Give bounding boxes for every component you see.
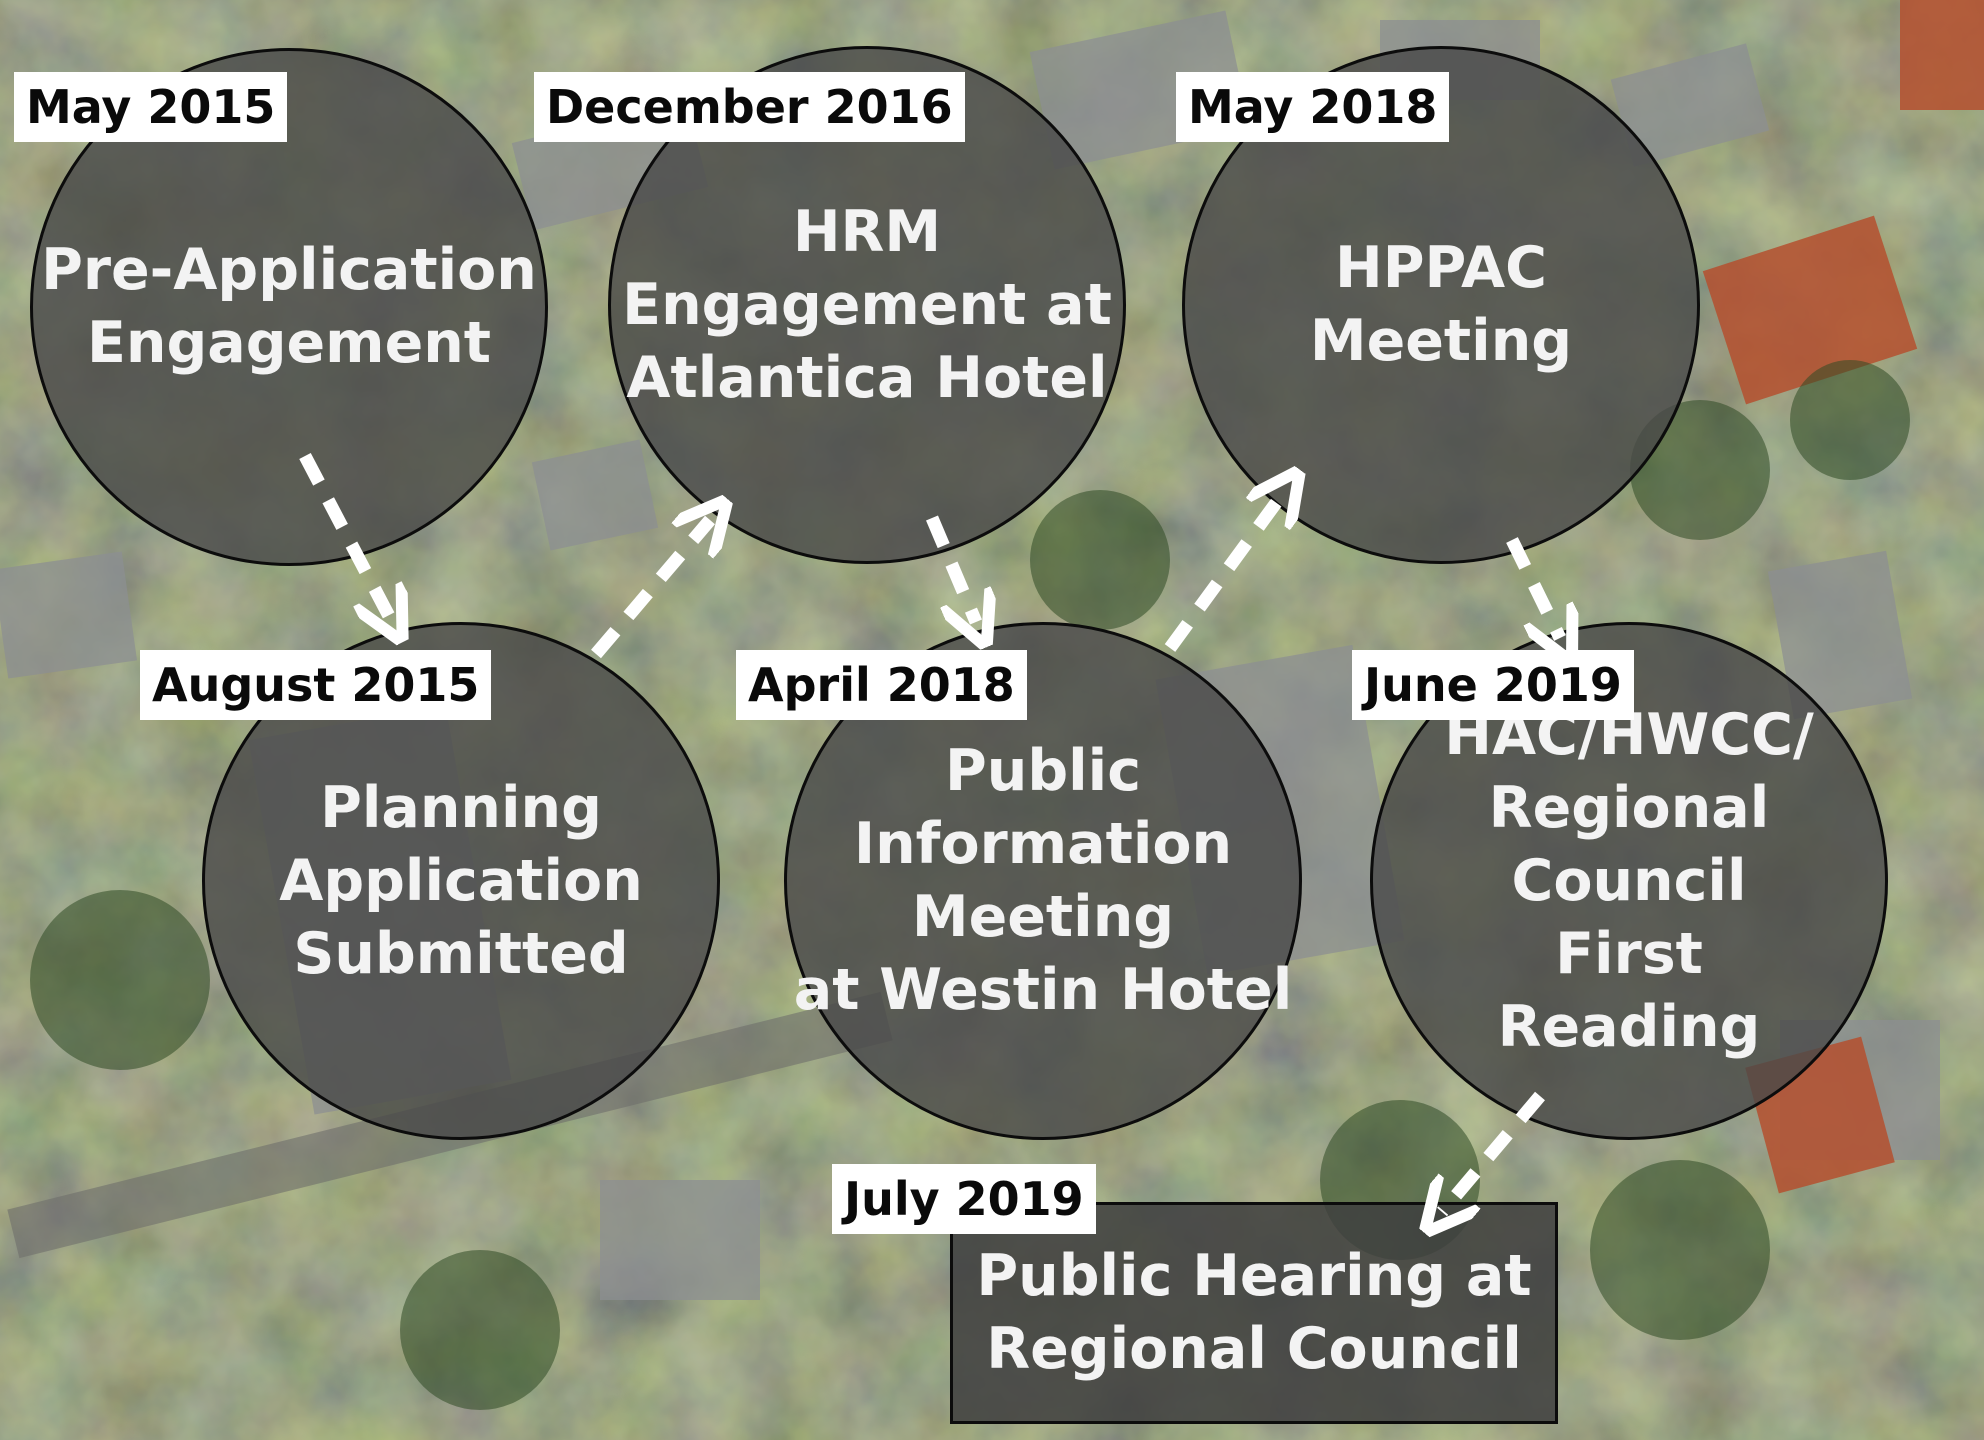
date-label-may-2015: May 2015 xyxy=(14,72,288,142)
date-label-may-2018: May 2018 xyxy=(1176,72,1450,142)
date-label-july-2019: July 2019 xyxy=(832,1164,1096,1234)
date-label-april-2018: April 2018 xyxy=(736,650,1027,720)
stage-public-hearing: Public Hearing at Regional Council xyxy=(950,1202,1558,1424)
stage-title: HAC/HWCC/ Regional Council First Reading xyxy=(1444,701,1814,1060)
stage-title: Planning Application Submitted xyxy=(279,774,643,987)
stage-title: Public Information Meeting at Westin Hot… xyxy=(793,738,1293,1023)
stage-title: Pre-Application Engagement xyxy=(41,237,537,376)
date-label-december-2016: December 2016 xyxy=(534,72,965,142)
stage-title: HPPAC Meeting xyxy=(1309,235,1573,374)
stage-title: Public Hearing at Regional Council xyxy=(976,1243,1532,1382)
date-label-june-2019: June 2019 xyxy=(1352,650,1634,720)
stage-title: HRM Engagement at Atlantica Hotel xyxy=(622,198,1112,411)
date-label-august-2015: August 2015 xyxy=(140,650,492,720)
